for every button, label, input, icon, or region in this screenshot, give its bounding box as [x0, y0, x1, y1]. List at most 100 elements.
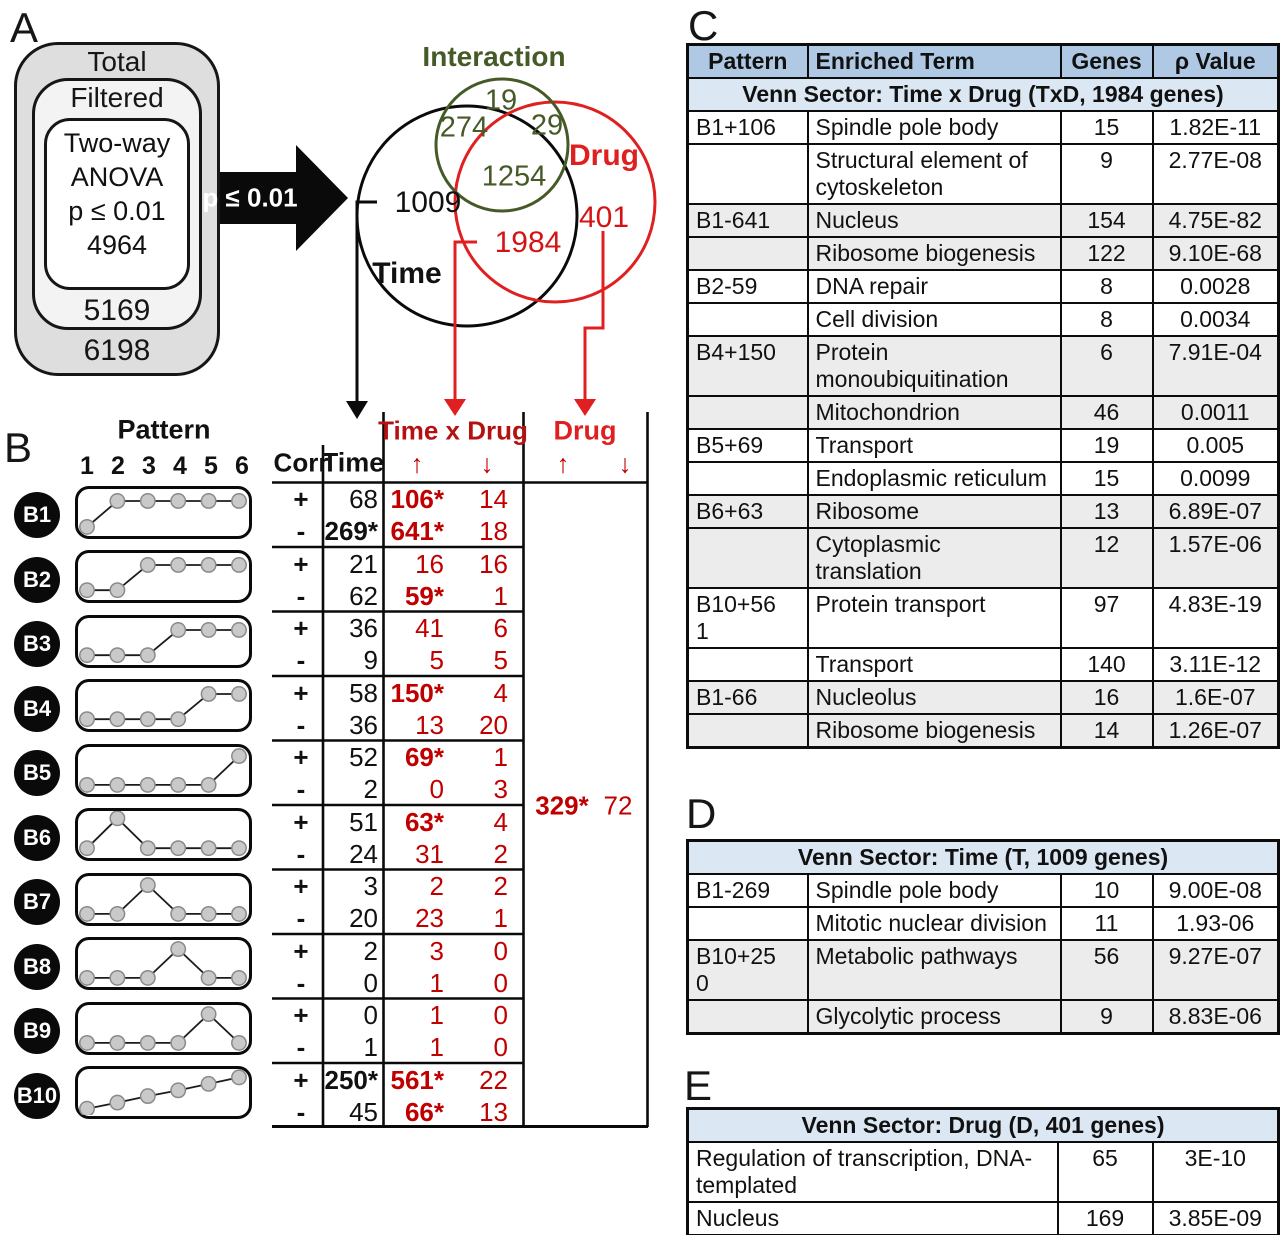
pvalue-cell: 6.89E-07 [1151, 494, 1280, 529]
corr-sign: - [296, 838, 306, 869]
genes-cell: 16 [1059, 680, 1154, 715]
genes-cell: 9 [1059, 999, 1154, 1035]
txd-down-value: 0 [493, 967, 508, 998]
filtered-value: 5169 [83, 294, 151, 327]
pattern-point-label: 5 [204, 452, 218, 480]
genes-cell: 65 [1056, 1141, 1154, 1203]
drug-down-arrowhead-icon [574, 399, 596, 416]
pattern-cell: B1+106 [686, 110, 809, 145]
genes-cell: 12 [1059, 527, 1154, 589]
pattern-cell: B6+63 [686, 494, 809, 529]
genes-cell: 13 [1059, 494, 1154, 529]
anova-box [44, 118, 190, 290]
term-cell: Protein transport [806, 587, 1062, 649]
pvalue-cell: 0.0034 [1151, 302, 1280, 337]
corr-sign: - [296, 1096, 306, 1127]
panelE-table: Venn Sector: Drug (D, 401 genes) Regulat… [686, 1107, 1280, 1235]
panelB-table-rules [272, 412, 649, 1128]
txd-down-value: 0 [493, 935, 508, 966]
pattern-dot [139, 557, 156, 573]
corr-sign: - [296, 645, 306, 675]
pvalue-cell: 0.0011 [1151, 395, 1280, 430]
term-cell: Spindle pole body [806, 110, 1062, 145]
corr-sign: + [293, 484, 309, 514]
pattern-dot [231, 557, 247, 573]
term-cell: Structural element of cytoskeleton [806, 143, 1062, 205]
pattern-dot [170, 776, 187, 793]
term-cell: Ribosome biogenesis [806, 713, 1062, 749]
corr-header: Corr [273, 447, 329, 478]
total-label: Total [87, 46, 147, 77]
genes-cell: 8 [1059, 302, 1154, 337]
txd-down-value: 2 [493, 838, 508, 869]
pattern-dot [139, 492, 156, 509]
pattern-badge: B7 [14, 879, 60, 925]
txd-up-value: 2 [429, 871, 444, 901]
time-value: 52 [349, 742, 378, 772]
txd-down-value: 18 [479, 516, 508, 546]
flow-arrow-label: p ≤ 0.01 [202, 182, 298, 213]
anova-line: ANOVA [70, 162, 164, 192]
pattern-id: B10+561 [696, 591, 776, 644]
txd-up-value: 1 [429, 967, 444, 998]
pattern-dot [109, 969, 126, 986]
time-value: 1 [363, 1032, 378, 1062]
pattern-dot [139, 969, 156, 986]
pattern-dot [139, 1088, 156, 1105]
pattern-point-label: 6 [235, 452, 249, 480]
venn-time-drug-count: 1984 [494, 226, 562, 259]
venn-time-label: Time [372, 257, 442, 290]
pattern-badge: B2 [14, 556, 60, 603]
pattern-chart [75, 937, 252, 990]
pattern-cell [686, 302, 809, 337]
genes-cell: 154 [1059, 203, 1154, 238]
pattern-badge: B3 [14, 621, 60, 667]
anova-line: 4964 [86, 230, 148, 260]
pattern-chart [75, 485, 252, 539]
term-cell: DNA repair [806, 269, 1062, 304]
pattern-dot [109, 905, 126, 922]
term-cell: Ribosome [806, 494, 1062, 529]
txd-down-value: 6 [493, 613, 508, 643]
pvalue-cell: 1.6E-07 [1151, 680, 1280, 715]
pattern-dot [109, 1094, 126, 1111]
pvalue-cell: 4.75E-82 [1151, 203, 1280, 238]
pattern-point-label: 3 [142, 452, 156, 480]
total-value: 6198 [83, 334, 151, 367]
txd-up-value: 0 [429, 774, 444, 804]
genes-cell: 140 [1059, 647, 1154, 682]
time-value: 24 [349, 838, 378, 869]
pattern-chart [75, 1066, 252, 1119]
genes-cell: 169 [1056, 1201, 1154, 1235]
pattern-cell [686, 461, 809, 496]
pvalue-cell: 1.82E-11 [1151, 110, 1280, 145]
genes-cell: 14 [1059, 713, 1154, 749]
pattern-dot [200, 492, 217, 509]
pattern-dot [170, 941, 187, 958]
corr-sign: - [296, 709, 306, 740]
pvalue-cell: 8.83E-06 [1151, 999, 1280, 1035]
term-cell: Mitochondrion [806, 395, 1062, 430]
pattern-dot [79, 969, 95, 986]
txd-down-value: 14 [479, 484, 508, 514]
venn-drug-only-count: 401 [578, 201, 630, 234]
txd-down-value: 0 [493, 1032, 508, 1062]
venn-drug-label: Drug [569, 139, 639, 172]
pattern-dot [79, 776, 95, 793]
pattern-dot [200, 1075, 217, 1092]
time-connector-line [355, 200, 377, 404]
panelB-label: B [4, 424, 33, 471]
pattern-dot [109, 582, 126, 599]
pattern-cell [686, 647, 809, 682]
pattern-cell: B1-641 [686, 203, 809, 238]
corr-sign: - [296, 580, 306, 611]
genes-cell: 11 [1059, 906, 1154, 941]
genes-cell: 97 [1059, 587, 1154, 649]
time-value: 3 [363, 871, 378, 901]
